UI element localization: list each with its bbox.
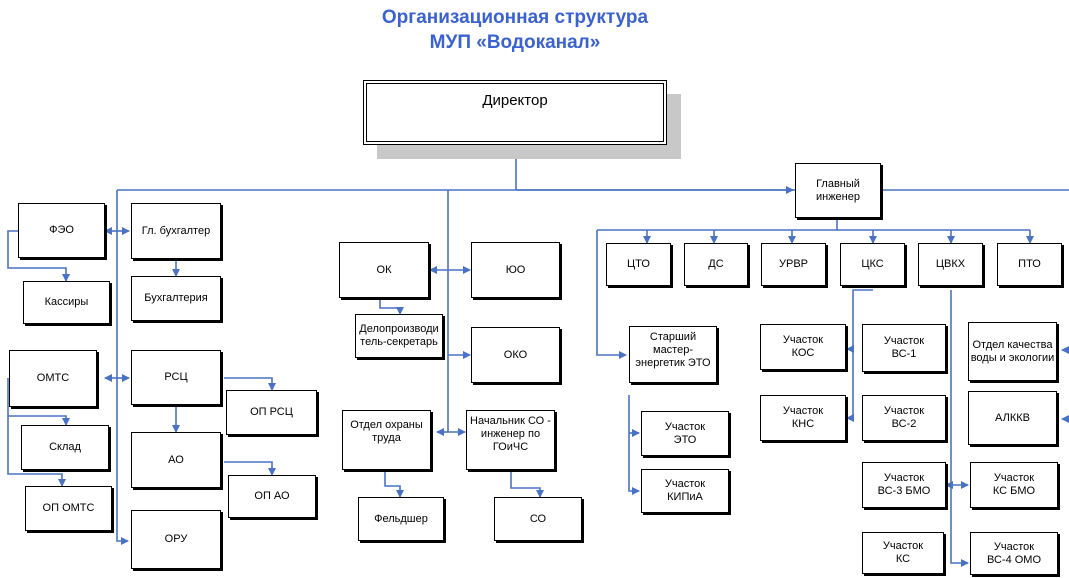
- node-urvr[interactable]: УРВР: [761, 243, 826, 286]
- node-uch-kns-label: Участок КНС: [782, 405, 824, 430]
- node-uch-ks-label: Участок КС: [882, 540, 924, 565]
- node-alkkv-label: АЛККВ: [995, 411, 1030, 424]
- node-uch-kns[interactable]: Участок КНС: [760, 395, 846, 441]
- node-gl-buhgalter-label: Гл. бухгалтер: [141, 224, 211, 237]
- node-op-ao[interactable]: ОП АО: [228, 475, 316, 518]
- node-uch-vs3-bmo-label: Участок ВС-3 БМО: [877, 472, 931, 497]
- node-op-ao-label: ОП АО: [254, 490, 290, 502]
- node-oru[interactable]: ОРУ: [131, 510, 221, 569]
- node-yuo[interactable]: ЮО: [471, 242, 560, 298]
- node-yuo-label: ЮО: [505, 263, 526, 276]
- node-so[interactable]: СО: [494, 497, 582, 541]
- node-uch-kipia-label: Участок КИПиА: [664, 478, 706, 503]
- node-ok-label: ОК: [376, 263, 392, 276]
- node-oru-label: ОРУ: [164, 533, 188, 545]
- node-uch-kos[interactable]: Участок КОС: [760, 324, 846, 370]
- node-rsc[interactable]: РСЦ: [131, 350, 221, 405]
- node-op-rsc-label: ОП РСЦ: [250, 406, 293, 418]
- node-op-omts[interactable]: ОП ОМТС: [25, 486, 112, 531]
- node-director[interactable]: Директор: [363, 80, 667, 145]
- node-uch-ks-bmo-label: Участок КС БМО: [992, 472, 1036, 497]
- node-otdel-kachestva[interactable]: Отдел качества воды и экологии: [968, 322, 1057, 381]
- node-uch-vs1[interactable]: Участок ВС-1: [862, 324, 946, 372]
- node-so-label: СО: [529, 512, 547, 525]
- node-uch-vs4-omo[interactable]: Участок ВС-4 ОМО: [970, 532, 1058, 575]
- node-buhgalteriya-label: Бухгалтерия: [144, 292, 208, 304]
- node-cvkh-label: ЦВКХ: [935, 258, 966, 270]
- node-kassiry-label: Кассиры: [44, 296, 89, 308]
- node-urvr-label: УРВР: [779, 258, 808, 270]
- node-op-omts-label: ОП ОМТС: [42, 502, 95, 514]
- node-feldsher-label: Фельдшер: [374, 512, 428, 525]
- node-uch-vs2[interactable]: Участок ВС-2: [862, 395, 946, 441]
- node-ds-label: ДС: [708, 258, 724, 270]
- node-ao[interactable]: АО: [131, 432, 221, 488]
- node-chief-engineer[interactable]: Главный инженер: [795, 163, 881, 218]
- node-sklad[interactable]: Склад: [21, 425, 109, 470]
- node-cks[interactable]: ЦКС: [840, 243, 905, 286]
- node-otdel-ohrany-truda-label: Отдел охраны труда: [350, 419, 423, 444]
- node-starshiy-master[interactable]: Старший мастер- энергетик ЭТО: [629, 326, 717, 383]
- node-ao-label: АО: [168, 453, 184, 466]
- node-omts[interactable]: ОМТС: [9, 350, 97, 407]
- node-nachalnik-so-label: Начальник СО - инженер по ГОиЧС: [470, 415, 551, 453]
- node-cto-label: ЦТО: [627, 258, 650, 270]
- node-ok[interactable]: ОК: [339, 242, 429, 298]
- node-director-label: Директор: [482, 92, 548, 109]
- node-pto-label: ПТО: [1018, 258, 1041, 270]
- node-kassiry[interactable]: Кассиры: [23, 281, 110, 324]
- node-alkkv[interactable]: АЛККВ: [968, 391, 1057, 445]
- node-uch-vs1-label: Участок ВС-1: [883, 335, 925, 360]
- node-oko[interactable]: ОКО: [471, 327, 560, 383]
- node-omts-label: ОМТС: [36, 372, 70, 384]
- node-uch-kipia[interactable]: Участок КИПиА: [641, 469, 729, 513]
- node-uch-vs2-label: Участок ВС-2: [883, 405, 925, 430]
- node-nachalnik-so[interactable]: Начальник СО - инженер по ГОиЧС: [466, 410, 555, 470]
- node-uch-vs3-bmo[interactable]: Участок ВС-3 БМО: [862, 462, 946, 508]
- node-pto[interactable]: ПТО: [997, 243, 1062, 286]
- node-gl-buhgalter[interactable]: Гл. бухгалтер: [131, 203, 221, 259]
- node-buhgalteriya[interactable]: Бухгалтерия: [131, 276, 221, 321]
- node-starshiy-master-label: Старший мастер- энергетик ЭТО: [635, 331, 711, 369]
- node-uch-kos-label: Участок КОС: [782, 334, 824, 359]
- node-deloproizvoditel[interactable]: Делопроизводи тель-секретарь: [355, 314, 443, 358]
- node-op-rsc[interactable]: ОП РСЦ: [226, 390, 317, 435]
- node-rsc-label: РСЦ: [164, 371, 188, 383]
- node-feldsher[interactable]: Фельдшер: [358, 497, 444, 541]
- node-otdel-ohrany-truda[interactable]: Отдел охраны труда: [342, 410, 431, 470]
- node-oko-label: ОКО: [503, 348, 528, 361]
- node-uch-eto-label: Участок ЭТО: [664, 420, 706, 446]
- diagram-title-line1: Организационная структура: [381, 7, 649, 28]
- node-chief-engineer-label: Главный инженер: [815, 177, 860, 203]
- node-uch-ks[interactable]: Участок КС: [862, 532, 944, 574]
- node-uch-eto[interactable]: Участок ЭТО: [641, 411, 729, 456]
- node-cto[interactable]: ЦТО: [606, 243, 671, 286]
- node-uch-vs4-omo-label: Участок ВС-4 ОМО: [986, 540, 1042, 566]
- node-sklad-label: Склад: [49, 441, 81, 453]
- node-feo-label: ФЭО: [49, 224, 74, 236]
- node-deloproizvoditel-label: Делопроизводи тель-секретарь: [359, 323, 439, 348]
- node-cks-label: ЦКС: [861, 258, 884, 270]
- node-ds[interactable]: ДС: [684, 243, 748, 286]
- diagram-title-line2: МУП «Водоканал»: [429, 32, 601, 53]
- node-feo[interactable]: ФЭО: [18, 203, 105, 258]
- node-uch-ks-bmo[interactable]: Участок КС БМО: [970, 462, 1058, 508]
- node-cvkh[interactable]: ЦВКХ: [918, 243, 983, 286]
- node-otdel-kachestva-label: Отдел качества воды и экологии: [970, 338, 1055, 364]
